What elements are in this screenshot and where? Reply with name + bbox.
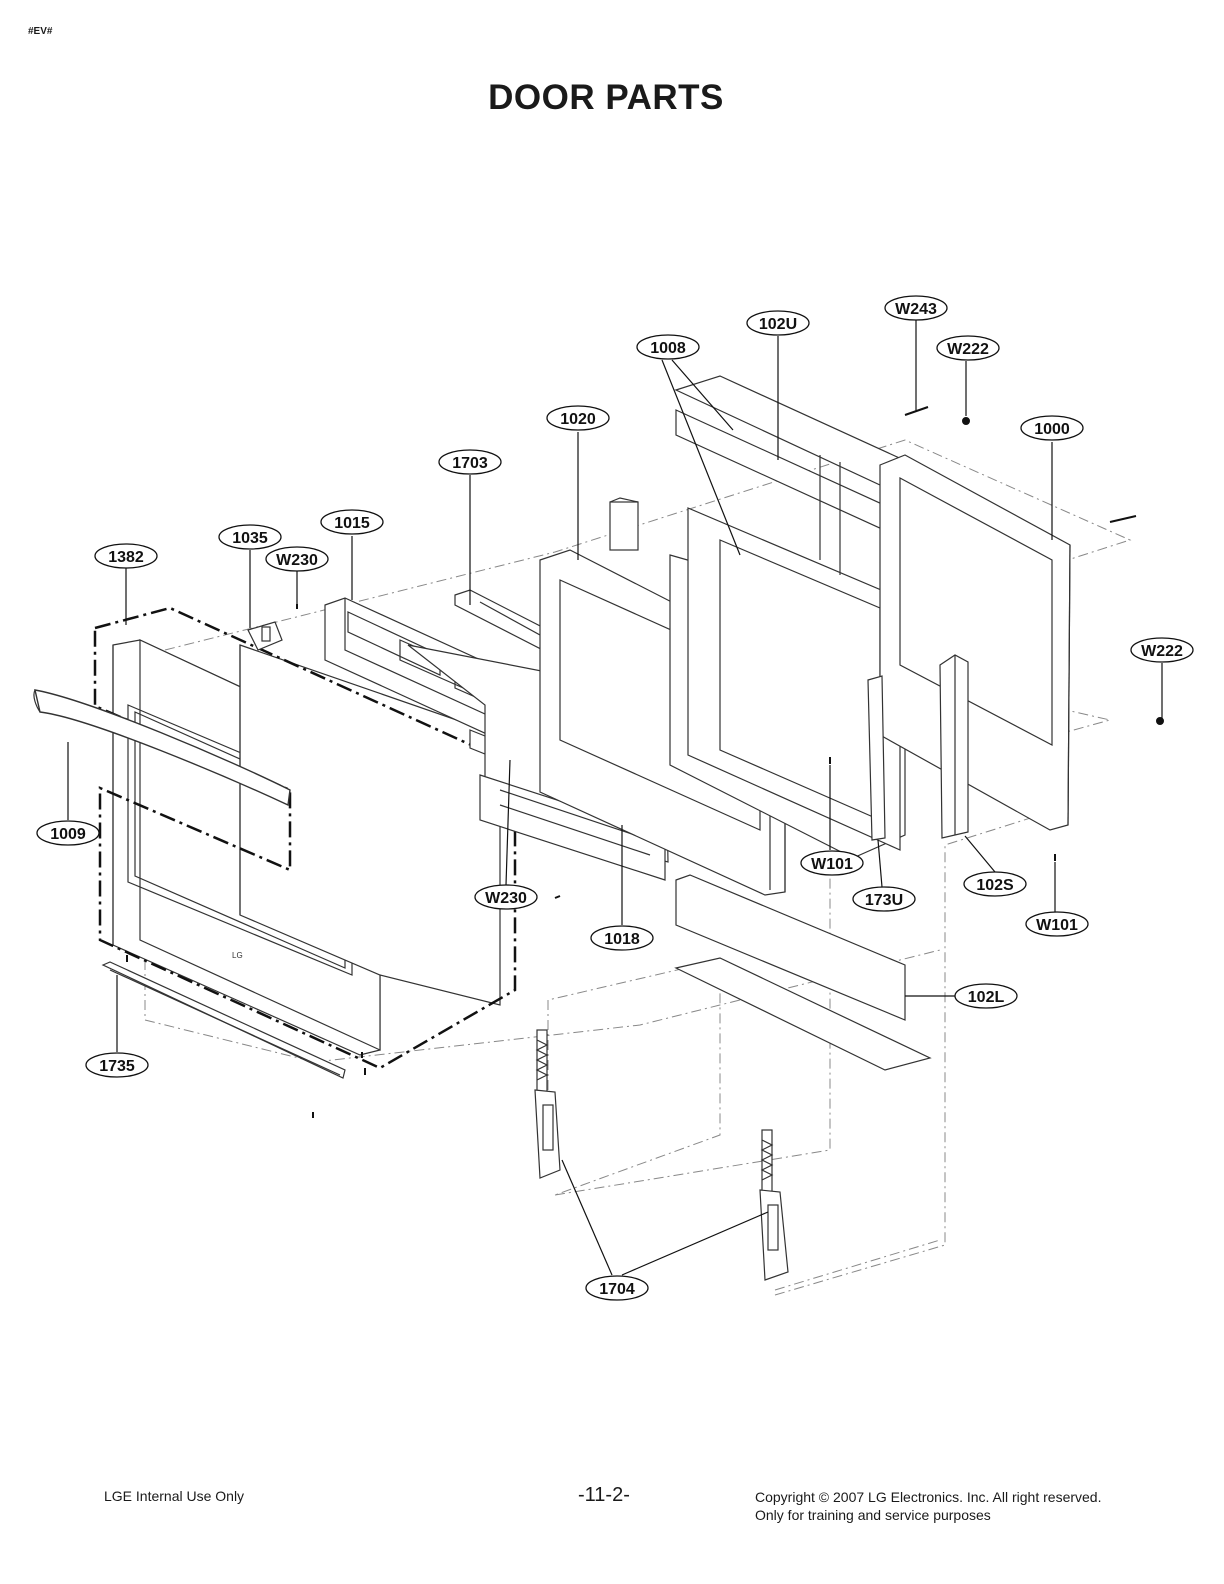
bracket-1035 xyxy=(247,621,283,651)
callout-label: 1000 xyxy=(1034,421,1070,438)
callout-1000: 1000 xyxy=(1020,415,1084,441)
callout-102u: 102U xyxy=(746,310,810,336)
callout-1018: 1018 xyxy=(590,925,654,951)
screws xyxy=(126,406,1164,1118)
glass-1008 xyxy=(669,507,906,859)
page-number: -11-2- xyxy=(578,1484,630,1506)
callout-w101-right: W101 xyxy=(1025,911,1089,937)
callout-label: 1008 xyxy=(650,340,686,357)
lg-logo: LG xyxy=(232,951,243,960)
callout-1009: 1009 xyxy=(36,820,100,846)
back-frame-1000 xyxy=(879,454,1071,831)
callout-1382: 1382 xyxy=(94,543,158,569)
callout-label: 1009 xyxy=(50,826,86,843)
screw-w222-right xyxy=(1156,717,1164,725)
callout-label: W230 xyxy=(485,890,527,907)
bottom-trim-1735 xyxy=(101,961,346,1079)
screw-right xyxy=(1109,515,1137,523)
callout-1035: 1035 xyxy=(218,524,282,550)
callout-102s: 102S xyxy=(963,871,1027,897)
callout-173u: 173U xyxy=(852,886,916,912)
callout-w101-mid: W101 xyxy=(800,850,864,876)
footer-copyright: Copyright © 2007 LG Electronics. Inc. Al… xyxy=(755,1488,1101,1524)
callout-label: 1020 xyxy=(560,411,596,428)
callout-1735: 1735 xyxy=(85,1052,149,1078)
insulation-102L xyxy=(674,874,932,1071)
callout-label: 1382 xyxy=(108,549,144,566)
side-strip-173U xyxy=(867,675,886,841)
hinge-1704-right xyxy=(759,1129,789,1281)
callout-1020: 1020 xyxy=(546,405,610,431)
callout-1015: 1015 xyxy=(320,509,384,535)
screw-w230-bottom xyxy=(554,895,561,899)
door-handle-1009 xyxy=(33,689,291,807)
callout-w222-top: W222 xyxy=(936,335,1000,361)
callout-1704: 1704 xyxy=(585,1275,649,1301)
callout-label: 1035 xyxy=(232,530,268,547)
callout-label: 1703 xyxy=(452,455,488,472)
training-note: Only for training and service purposes xyxy=(755,1507,991,1523)
callout-1008: 1008 xyxy=(636,334,700,360)
callout-label: W222 xyxy=(947,341,989,358)
callout-label: W243 xyxy=(895,301,937,318)
hinge-1704-left xyxy=(534,1029,561,1179)
leader-lines xyxy=(67,320,1163,1276)
callout-label: 102S xyxy=(976,877,1014,894)
screw-w222-top xyxy=(962,417,970,425)
callout-label: W222 xyxy=(1141,643,1183,660)
callout-w243: W243 xyxy=(884,295,948,321)
footer-internal-use: LGE Internal Use Only xyxy=(104,1488,245,1504)
callout-label: 1018 xyxy=(604,931,640,948)
callout-1703: 1703 xyxy=(438,449,502,475)
callout-label: 173U xyxy=(865,892,903,909)
insulation-102S xyxy=(939,654,969,839)
callout-label: W101 xyxy=(1036,917,1078,934)
callout-label: 102L xyxy=(968,989,1005,1006)
callout-label: 102U xyxy=(759,316,797,333)
page-title: DOOR PARTS xyxy=(488,78,724,117)
copyright-line: Copyright © 2007 LG Electronics. Inc. Al… xyxy=(755,1489,1102,1505)
callout-102l: 102L xyxy=(954,983,1018,1009)
callouts: W243 102U W222 1008 1020 1000 1703 1015 xyxy=(36,295,1194,1301)
insulation-102U xyxy=(674,375,932,575)
callout-label: W101 xyxy=(811,856,853,873)
callout-label: 1015 xyxy=(334,515,370,532)
callout-label: W230 xyxy=(276,552,318,569)
callout-label: 1735 xyxy=(99,1058,135,1075)
callout-w230-top: W230 xyxy=(265,546,329,572)
document-tag: #EV# xyxy=(28,26,53,37)
callout-w230-bottom: W230 xyxy=(474,884,538,910)
callout-label: 1704 xyxy=(599,1281,635,1298)
callout-w222-right: W222 xyxy=(1130,637,1194,663)
